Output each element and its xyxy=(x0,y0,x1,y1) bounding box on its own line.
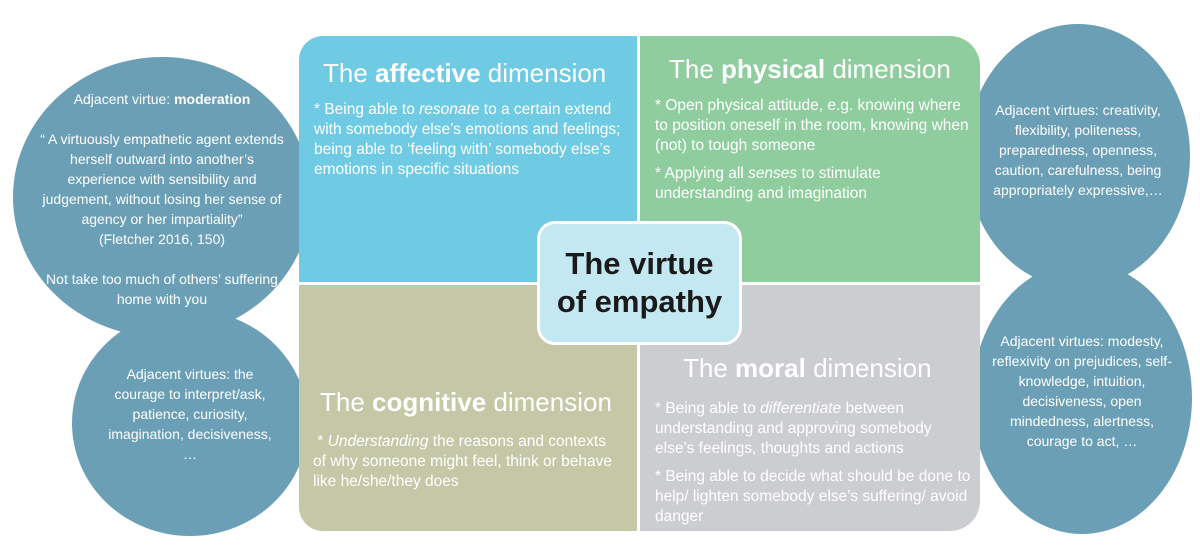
affective-dimension-title: The affective dimension xyxy=(323,58,607,88)
moral-bullet-2: * Being able to decide what should be do… xyxy=(655,468,971,525)
virtue-of-empathy-center: The virtue of empathy xyxy=(537,221,742,345)
right-circle-bottom-text: Adjacent virtues: modesty, reflexivity o… xyxy=(992,333,1172,449)
left-circle-top-text: Adjacent virtue: moderation “ A virtuous… xyxy=(39,89,285,309)
cognitive-dimension-title: The cognitive dimension xyxy=(320,387,612,417)
moderation-heading: Adjacent virtue: moderation xyxy=(73,91,251,107)
left-circle-bottom: Adjacent virtues: the courage to interpr… xyxy=(72,310,308,536)
right-circle-bottom: Adjacent virtues: modesty, reflexivity o… xyxy=(972,262,1192,534)
physical-bullet-2: * Applying all senses to stimulate under… xyxy=(655,165,881,202)
moral-dimension-body: * Being able to differentiate between un… xyxy=(655,399,973,535)
fletcher-citation: (Fletcher 2016, 150) xyxy=(98,231,226,247)
moral-bullet-1: * Being able to differentiate between un… xyxy=(655,400,932,457)
physical-dimension-body: * Open physical attitude, e.g. knowing w… xyxy=(655,96,975,212)
physical-bullet-1: * Open physical attitude, e.g. knowing w… xyxy=(655,97,969,154)
moral-dimension-title: The moral dimension xyxy=(683,353,932,383)
right-circle-top-text: Adjacent virtues: creativity, flexibilit… xyxy=(993,102,1163,198)
center-line-2: of empathy xyxy=(556,284,723,319)
cognitive-dimension-body: * Understanding the reasons and contexts… xyxy=(313,432,623,500)
affective-dimension-body: * Being able to resonate to a certain ex… xyxy=(314,100,626,188)
right-circle-top: Adjacent virtues: creativity, flexibilit… xyxy=(966,24,1190,288)
suffering-note: Not take too much of others’ suffering h… xyxy=(46,271,278,307)
cognitive-bullet: * Understanding the reasons and contexts… xyxy=(313,433,612,490)
physical-dimension-title: The physical dimension xyxy=(669,54,951,84)
fletcher-quote: “ A virtuously empathetic agent extends … xyxy=(40,131,284,227)
center-line-1: The virtue xyxy=(565,246,714,281)
affective-dimension-quadrant: The affective dimension * Being able to … xyxy=(299,36,637,282)
affective-bullet: * Being able to resonate to a certain ex… xyxy=(314,101,621,178)
left-circle-bottom-text: Adjacent virtues: the courage to interpr… xyxy=(108,366,272,462)
left-circle-top: Adjacent virtue: moderation “ A virtuous… xyxy=(13,57,311,337)
